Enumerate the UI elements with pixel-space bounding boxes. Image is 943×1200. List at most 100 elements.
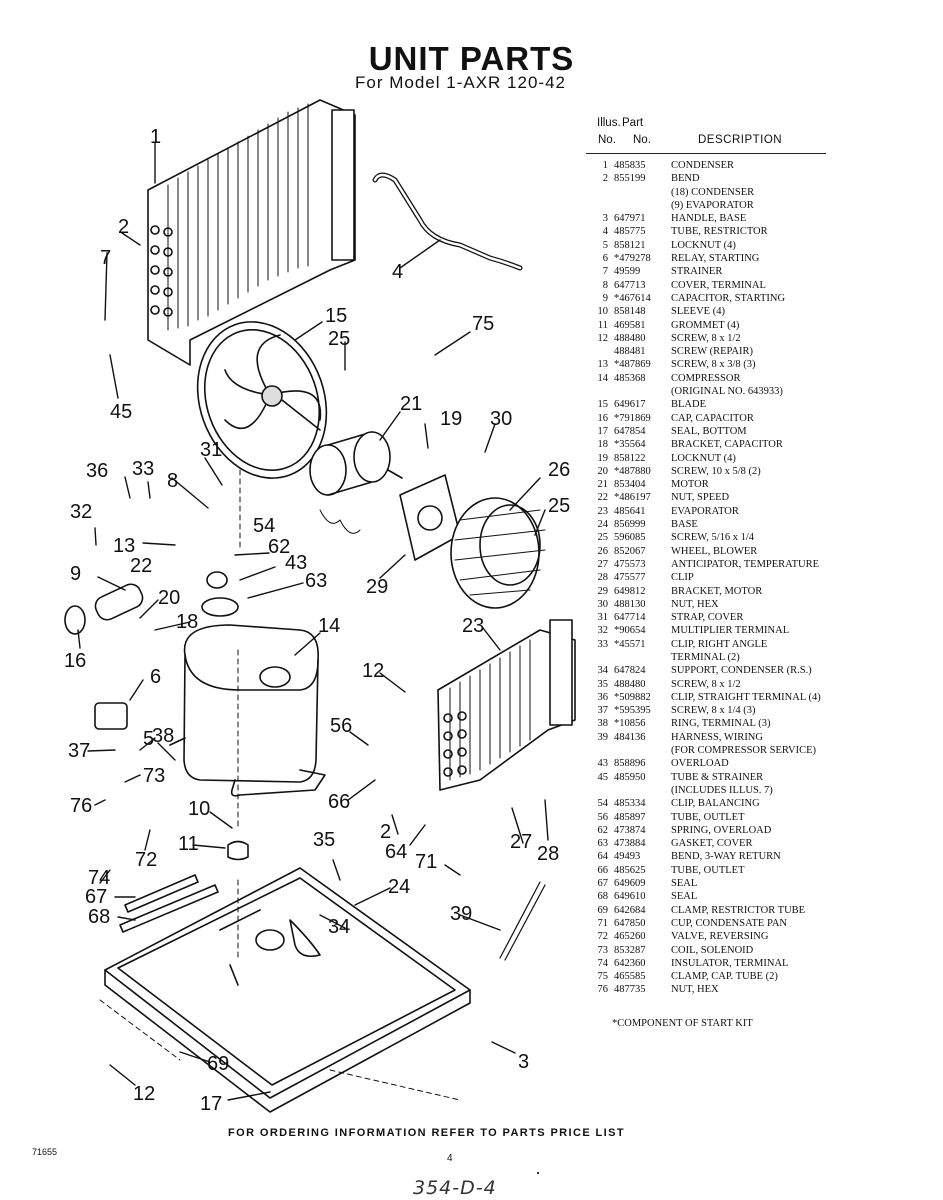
description: SCREW, 5/16 x 1/4 xyxy=(671,532,755,544)
illus-no: 2 xyxy=(602,173,608,185)
description: CAP, CAPACITOR xyxy=(671,412,754,424)
label-75: 75 xyxy=(472,313,494,335)
label-37: 37 xyxy=(68,740,90,762)
part-no: *509882 xyxy=(614,691,651,703)
illus-no: 34 xyxy=(597,665,609,677)
compressor-drawing xyxy=(169,624,326,797)
illus-no: 38 xyxy=(597,718,609,730)
table-row: (FOR COMPRESSOR SERVICE) xyxy=(586,744,846,757)
illus-no: 68 xyxy=(597,891,609,903)
header-illus: Illus. xyxy=(597,117,621,129)
label-30: 30 xyxy=(490,408,512,430)
description: NUT, SPEED xyxy=(671,492,730,504)
label-74: 74 xyxy=(88,867,110,889)
illus-no: 25 xyxy=(597,532,609,544)
part-no: 488481 xyxy=(614,346,646,358)
description: OVERLOAD xyxy=(671,758,729,770)
part-no: 858121 xyxy=(614,239,646,251)
part-no: *10856 xyxy=(614,718,646,730)
part-no: 485368 xyxy=(614,372,646,384)
part-no: 858122 xyxy=(614,452,646,464)
page-title: UNIT PARTS xyxy=(368,40,575,77)
table-row: (9) EVAPORATOR xyxy=(586,199,846,212)
label-6: 6 xyxy=(150,666,161,688)
header-part-no: No. xyxy=(633,134,651,146)
label-62: 62 xyxy=(268,536,290,558)
description: SEAL xyxy=(671,878,698,890)
label-13: 13 xyxy=(113,535,135,557)
part-no: 858896 xyxy=(614,758,646,770)
label-2b: 2 xyxy=(380,821,391,843)
description: LOCKNUT (4) xyxy=(671,452,736,464)
description: SCREW, 10 x 5/8 (2) xyxy=(671,465,761,477)
part-no: 487735 xyxy=(614,984,646,996)
part-no: 475577 xyxy=(614,572,646,584)
part-no: 649617 xyxy=(614,399,646,411)
illus-no: 75 xyxy=(597,971,609,983)
label-24: 24 xyxy=(388,876,410,898)
illus-no: 64 xyxy=(597,851,609,863)
label-20: 20 xyxy=(158,587,180,609)
label-64: 64 xyxy=(385,841,407,863)
part-no: 485950 xyxy=(614,771,646,783)
description: GROMMET (4) xyxy=(671,319,740,331)
description: SLEEVE (4) xyxy=(671,306,725,318)
label-1: 1 xyxy=(150,126,161,148)
illus-no: 19 xyxy=(597,452,609,464)
part-no: 488130 xyxy=(614,598,646,610)
label-21: 21 xyxy=(400,393,422,415)
illus-no: 17 xyxy=(597,425,609,437)
description: COVER, TERMINAL xyxy=(671,279,766,291)
label-12a: 12 xyxy=(362,660,384,682)
part-no: 485334 xyxy=(614,798,646,810)
illus-no: 9 xyxy=(602,292,608,304)
illus-no: 74 xyxy=(597,957,609,969)
illus-no: 5 xyxy=(602,239,608,251)
part-no: 485775 xyxy=(614,226,646,238)
description: CLIP, RIGHT ANGLE xyxy=(671,638,768,650)
document-code: 71655 xyxy=(32,1147,58,1157)
label-33: 33 xyxy=(132,458,154,480)
part-no: *487880 xyxy=(614,465,651,477)
part-no: 596085 xyxy=(614,532,646,544)
ordering-info: FOR ORDERING INFORMATION REFER TO PARTS … xyxy=(228,1127,625,1139)
part-no: 649610 xyxy=(614,891,646,903)
start-kit-footnote: *COMPONENT OF START KIT xyxy=(612,1018,753,1029)
table-rule xyxy=(586,153,826,154)
label-16: 16 xyxy=(64,650,86,672)
illus-no: 54 xyxy=(597,798,609,810)
description: BASE xyxy=(671,519,698,531)
description: CLIP xyxy=(671,572,694,584)
label-12b: 12 xyxy=(133,1083,155,1105)
label-2: 2 xyxy=(118,216,129,238)
description: CLAMP, RESTRICTOR TUBE xyxy=(671,904,806,916)
part-no: 465585 xyxy=(614,971,646,983)
illus-no: 22 xyxy=(597,492,609,504)
label-3: 3 xyxy=(518,1051,529,1073)
part-no: 642684 xyxy=(614,904,646,916)
illus-no: 21 xyxy=(597,479,609,491)
description: SCREW, 8 x 1/2 xyxy=(671,332,741,344)
illus-no: 4 xyxy=(602,226,608,238)
illus-no: 20 xyxy=(597,465,609,477)
part-no: 469581 xyxy=(614,319,646,331)
illus-no: 27 xyxy=(597,558,609,570)
part-no: 647850 xyxy=(614,917,646,929)
description: BEND xyxy=(671,173,700,185)
